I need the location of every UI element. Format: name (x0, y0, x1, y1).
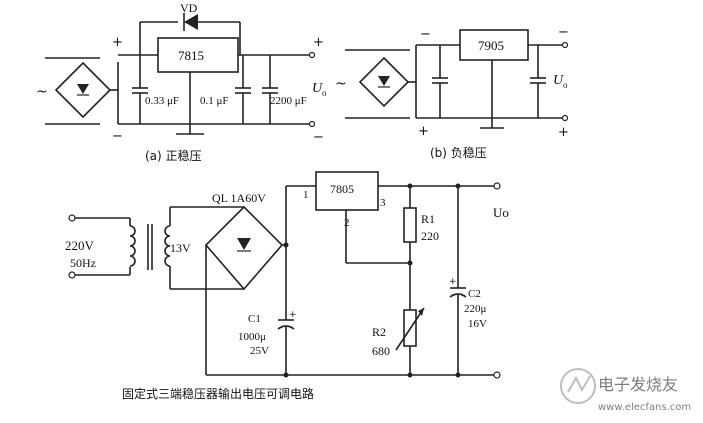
c-output-terminal-bottom (493, 371, 501, 379)
c-c2-voltage: 16V (468, 318, 487, 330)
a-ac-symbol: ~ (36, 84, 48, 100)
watermark-text: 电子发烧友 (598, 375, 678, 394)
c-c2-name: C2 (468, 288, 481, 300)
a-minus-in: − (112, 129, 123, 144)
c-caption: 固定式三端稳压器输出电压可调电路 (122, 386, 314, 401)
b-plus-out: + (558, 125, 569, 140)
a-c3-value: 2200 μF (270, 95, 307, 107)
c-c2-value: 220μ (464, 303, 487, 315)
c-pin-3: 3 (380, 197, 386, 209)
c-input-terminal-1 (68, 214, 76, 222)
a-diode-label: VD (180, 1, 198, 15)
b-output-sub: o (563, 80, 568, 90)
a-minus-out: − (313, 130, 324, 145)
a-output-label: U (312, 81, 323, 96)
c-output-terminal-top (493, 182, 501, 190)
b-plus-in: + (418, 124, 429, 139)
b-regulator-7905 (459, 29, 529, 61)
c-r2-value: 680 (372, 344, 390, 358)
b-minus-in: − (420, 27, 431, 42)
b-caption: (b) 负稳压 (430, 145, 487, 160)
c-input-terminal-2 (68, 271, 76, 279)
c-bridge-label: QL 1A60V (212, 191, 266, 205)
c-resistor-r1 (403, 207, 417, 243)
a-plus-out: + (313, 35, 324, 50)
circuit-c: 220V 50Hz 13V QL 1A60V 7805 1 3 2 (65, 171, 509, 401)
svg-text:+: + (289, 310, 297, 320)
c-primary-frequency: 50Hz (70, 256, 96, 270)
c-primary-voltage: 220V (65, 238, 95, 253)
a-caption: (a) 正稳压 (145, 148, 202, 163)
c-r1-name: R1 (421, 212, 435, 226)
c-c1-value: 1000μ (238, 331, 266, 343)
watermark-url: www.elecfans.com (598, 402, 691, 413)
c-regulator-label: 7805 (330, 182, 354, 196)
a-output-terminal-minus (308, 120, 316, 128)
a-regulator-7815 (157, 37, 239, 73)
circuit-b: ~ 7905 − + − + U o (b) 负稳压 (335, 25, 569, 160)
b-minus-out: − (558, 25, 569, 40)
watermark-logo-icon (560, 368, 596, 404)
b-bridge-diode-icon (378, 76, 390, 86)
c-c1-voltage: 25V (250, 345, 269, 357)
c-r2-adjust-arrow (395, 307, 425, 351)
c-regulator-7805 (315, 171, 379, 211)
circuit-a: ~ VD 7815 0.33 μF (36, 1, 327, 163)
a-output-terminal-plus (308, 51, 316, 59)
b-output-terminal-minus (561, 41, 569, 49)
a-regulator-label: 7815 (178, 48, 204, 63)
svg-text:+: + (449, 277, 457, 287)
a-bridge-diode-icon (77, 84, 89, 94)
a-c1-value: 0.33 μF (145, 95, 179, 107)
c-r2-name: R2 (372, 325, 386, 339)
c-transformer-secondary (164, 225, 171, 267)
a-plus-in: + (112, 35, 123, 50)
c-pin-1: 1 (303, 189, 309, 201)
watermark: 电子发烧友 www.elecfans.com (560, 368, 691, 413)
c-bridge-diode-icon (237, 238, 251, 250)
b-output-label: U (553, 73, 564, 88)
b-output-terminal-plus (561, 114, 569, 122)
a-diode-vd-icon (184, 14, 198, 30)
c-c1-name: C1 (248, 313, 261, 325)
c-secondary-voltage: 13V (170, 241, 191, 255)
c-r1-value: 220 (421, 229, 439, 243)
b-ac-symbol: ~ (335, 76, 347, 92)
a-output-sub: o (322, 88, 327, 98)
c-output-label: Uo (493, 205, 509, 220)
a-c2-value: 0.1 μF (200, 95, 229, 107)
c-transformer-primary (129, 225, 136, 267)
b-regulator-label: 7905 (478, 38, 504, 53)
